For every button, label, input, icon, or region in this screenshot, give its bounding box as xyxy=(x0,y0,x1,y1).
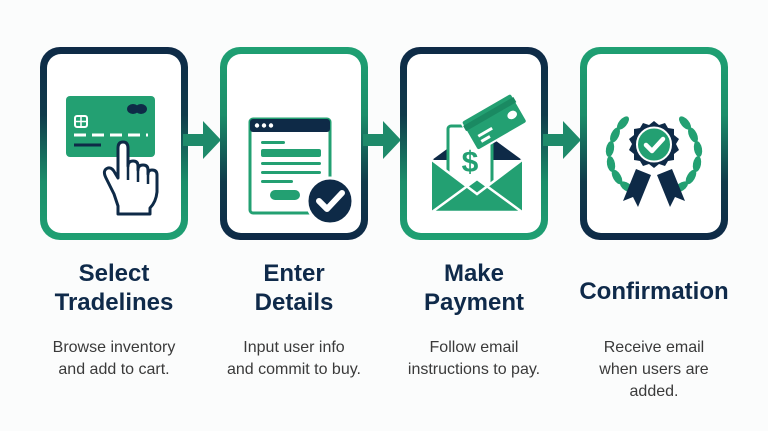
desc-line: and add to cart. xyxy=(58,361,170,378)
title-line: Make xyxy=(443,260,505,287)
step-3-frame: $ xyxy=(400,47,548,240)
step-2-frame xyxy=(220,47,368,240)
step-1-description: Browse inventory and add to cart. xyxy=(24,337,204,381)
desc-line: when users are xyxy=(599,361,709,378)
step-select-tradelines: Select Tradelines Browse inventory and a… xyxy=(40,0,220,431)
title-line: Confirmation xyxy=(579,278,729,305)
step-4-description: Receive email when users are added. xyxy=(564,337,744,403)
step-3-description: Follow email instructions to pay. xyxy=(384,337,564,381)
desc-line: added. xyxy=(629,383,679,400)
step-3-title: Make Payment xyxy=(384,259,564,317)
desc-line: and commit to buy. xyxy=(227,361,361,378)
title-line: Tradelines xyxy=(54,289,174,316)
svg-text:$: $ xyxy=(462,146,479,179)
step-2-title: Enter Details xyxy=(204,259,384,317)
desc-line: Input user info xyxy=(243,339,345,356)
step-4-frame xyxy=(580,47,728,240)
step-make-payment: $ Make Payment Follow email instructions… xyxy=(400,0,580,431)
form-with-checkmark-icon xyxy=(248,117,353,226)
desc-line: Follow email xyxy=(429,339,519,356)
award-badge-laurel-icon xyxy=(605,116,703,207)
step-2-description: Input user info and commit to buy. xyxy=(204,337,384,381)
step-4-title: Confirmation xyxy=(564,277,744,306)
arrow-right-icon xyxy=(183,121,221,159)
step-1-frame xyxy=(40,47,188,240)
title-line: Payment xyxy=(423,289,525,316)
credit-card-with-pointer-hand-icon xyxy=(66,96,159,216)
title-line: Enter xyxy=(263,260,325,287)
envelope-dollar-card-icon: $ xyxy=(430,92,527,214)
step-1-title: Select Tradelines xyxy=(24,259,204,317)
desc-line: Browse inventory xyxy=(52,339,176,356)
step-enter-details: Enter Details Input user info and commit… xyxy=(220,0,400,431)
title-line: Select xyxy=(78,260,150,287)
step-confirmation: Confirmation Receive email when users ar… xyxy=(579,0,760,431)
arrow-right-icon xyxy=(543,121,581,159)
arrow-right-icon xyxy=(363,121,401,159)
title-line: Details xyxy=(254,289,334,316)
desc-line: instructions to pay. xyxy=(407,361,541,378)
desc-line: Receive email xyxy=(603,339,705,356)
